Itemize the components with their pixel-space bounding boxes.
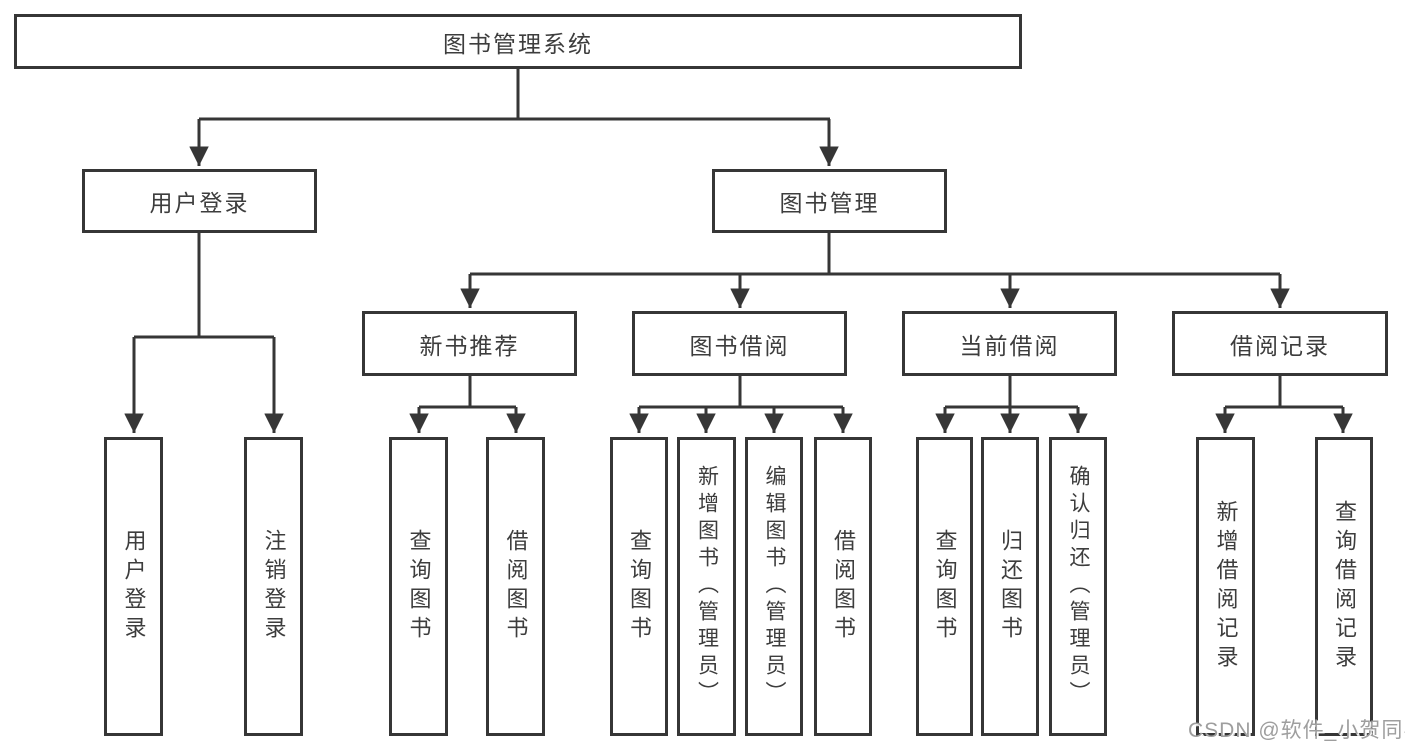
leaf-user-login: 用户登录	[104, 437, 163, 736]
leaf-borrowing-borrow-books: 借阅图书	[814, 437, 872, 736]
node-library-management-system: 图书管理系统	[14, 14, 1022, 69]
leaf-borrowing-edit-books-admin: 编辑图书（管理员）	[745, 437, 803, 736]
node-borrow-records: 借阅记录	[1172, 311, 1388, 376]
leaf-recommend-query-books: 查询图书	[389, 437, 448, 736]
leaf-current-return-books: 归还图书	[981, 437, 1039, 736]
node-user-login: 用户登录	[82, 169, 317, 233]
csdn-watermark: CSDN @软件_小贺同学	[1188, 719, 1405, 742]
leaf-current-confirm-return-admin: 确认归还（管理员）	[1049, 437, 1107, 736]
leaf-records-query-borrow-record: 查询借阅记录	[1315, 437, 1373, 736]
leaf-logout: 注销登录	[244, 437, 303, 736]
node-new-book-recommend: 新书推荐	[362, 311, 577, 376]
leaf-recommend-borrow-books: 借阅图书	[486, 437, 545, 736]
node-current-borrowing: 当前借阅	[902, 311, 1117, 376]
leaf-records-add-borrow-record: 新增借阅记录	[1196, 437, 1255, 736]
leaf-current-query-books: 查询图书	[916, 437, 973, 736]
leaf-borrowing-add-books-admin: 新增图书（管理员）	[677, 437, 736, 736]
node-book-management: 图书管理	[712, 169, 947, 233]
leaf-borrowing-query-books: 查询图书	[610, 437, 668, 736]
node-book-borrowing: 图书借阅	[632, 311, 847, 376]
